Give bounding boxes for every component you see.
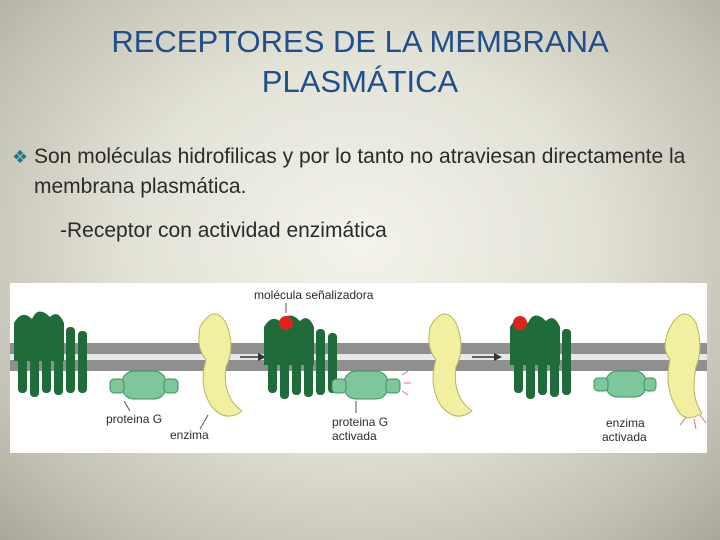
- pointer-line-enzyme: [199, 414, 209, 430]
- bullet-point: ❖ Son moléculas hidrofilicas y por lo ta…: [12, 142, 712, 202]
- slide-title-line-2: PLASMÁTICA: [261, 64, 459, 99]
- panel-1-inactive: proteina G enzima: [14, 311, 243, 442]
- label-enzyme-activated-line-2: activada: [602, 430, 647, 444]
- slide-title-line-1: RECEPTORES DE LA MEMBRANA: [111, 24, 609, 59]
- signal-molecule-bound-icon: [513, 316, 527, 330]
- signal-molecule-icon: [279, 316, 293, 330]
- receptor-2: [264, 315, 337, 399]
- panel-2-protein-g-active: molécula señalizadora: [254, 288, 473, 443]
- protein-g-2: [331, 370, 401, 400]
- slide-title: RECEPTORES DE LA MEMBRANA PLASMÁTICA: [60, 22, 660, 102]
- pointer-line-protein-g: [123, 400, 131, 412]
- panel-3-enzyme-active: enzima activada: [510, 313, 707, 444]
- signaling-diagram: proteina G enzima molécula señalizadora: [10, 283, 707, 453]
- label-protein-g-activated-line-1: proteina G: [332, 415, 388, 429]
- bullet-text: Son moléculas hidrofilicas y por lo tant…: [34, 145, 686, 198]
- receptor-1: [14, 311, 87, 397]
- enzyme-2: [428, 313, 473, 417]
- membrane-middle-layer: [10, 354, 707, 360]
- protein-g-1: [109, 370, 179, 400]
- label-signal-molecule: molécula señalizadora: [254, 288, 374, 302]
- label-enzyme-activated-line-1: enzima: [606, 416, 645, 430]
- label-enzyme: enzima: [170, 428, 209, 442]
- enzyme-3: [664, 313, 703, 419]
- membrane-bottom-layer: [10, 360, 707, 371]
- enzyme-activation-spark-icon: [679, 414, 707, 430]
- membrane-top-layer: [10, 343, 707, 354]
- label-protein-g: proteina G: [106, 412, 162, 426]
- sub-point: -Receptor con actividad enzimática: [60, 219, 387, 242]
- diamond-bullet-icon: ❖: [12, 147, 29, 167]
- label-protein-g-activated-line-2: activada: [332, 429, 377, 443]
- arrow-2-icon: [472, 353, 502, 361]
- arrow-1-icon: [240, 353, 266, 361]
- protein-g-3: [593, 370, 657, 398]
- signaling-diagram-svg: proteina G enzima molécula señalizadora: [10, 288, 707, 444]
- enzyme-1: [198, 313, 243, 417]
- activation-spark-icon: [401, 370, 411, 396]
